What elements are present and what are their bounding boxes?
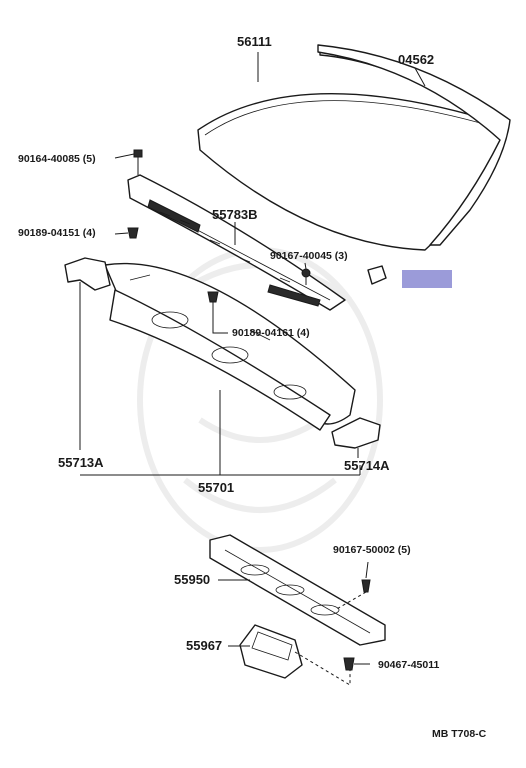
screw-lower	[361, 579, 371, 593]
air-duct	[209, 534, 386, 646]
label-screw-lower: 90167-50002 (5)	[333, 544, 411, 556]
label-molding: 04562	[398, 52, 434, 67]
clip-left	[127, 227, 139, 239]
air-inlet	[239, 624, 303, 679]
label-side-right: 55714A	[344, 458, 390, 473]
label-cowl-panel: 55701	[198, 480, 234, 495]
side-bracket-right	[331, 417, 381, 449]
label-bolt-lower: 90467-45011	[378, 659, 439, 671]
clip-center	[207, 291, 219, 303]
label-louver: 55783B	[212, 207, 258, 222]
cowl-panel	[104, 262, 356, 431]
label-screw-right: 90167-40045 (3)	[270, 250, 348, 262]
label-inlet: 55967	[186, 638, 222, 653]
label-clip-left: 90189-04151 (4)	[18, 227, 96, 239]
highlight-box	[402, 270, 452, 288]
label-windshield: 56111	[237, 34, 272, 49]
bolt-lower	[343, 657, 355, 671]
label-duct: 55950	[174, 572, 210, 587]
leader-lines	[79, 52, 426, 686]
label-page-code: MB T708-C	[432, 728, 487, 740]
windshield-molding	[317, 44, 511, 246]
label-clip-center: 90189-04161 (4)	[232, 327, 310, 339]
label-side-left: 55713A	[58, 455, 104, 470]
label-bolt-top-left: 90164-40085 (5)	[18, 153, 96, 165]
bolt-top-left	[133, 149, 143, 175]
clip-right-part	[367, 265, 387, 285]
cowl-louver	[127, 174, 346, 311]
side-bracket-left	[64, 257, 111, 291]
screw-right	[301, 268, 311, 285]
